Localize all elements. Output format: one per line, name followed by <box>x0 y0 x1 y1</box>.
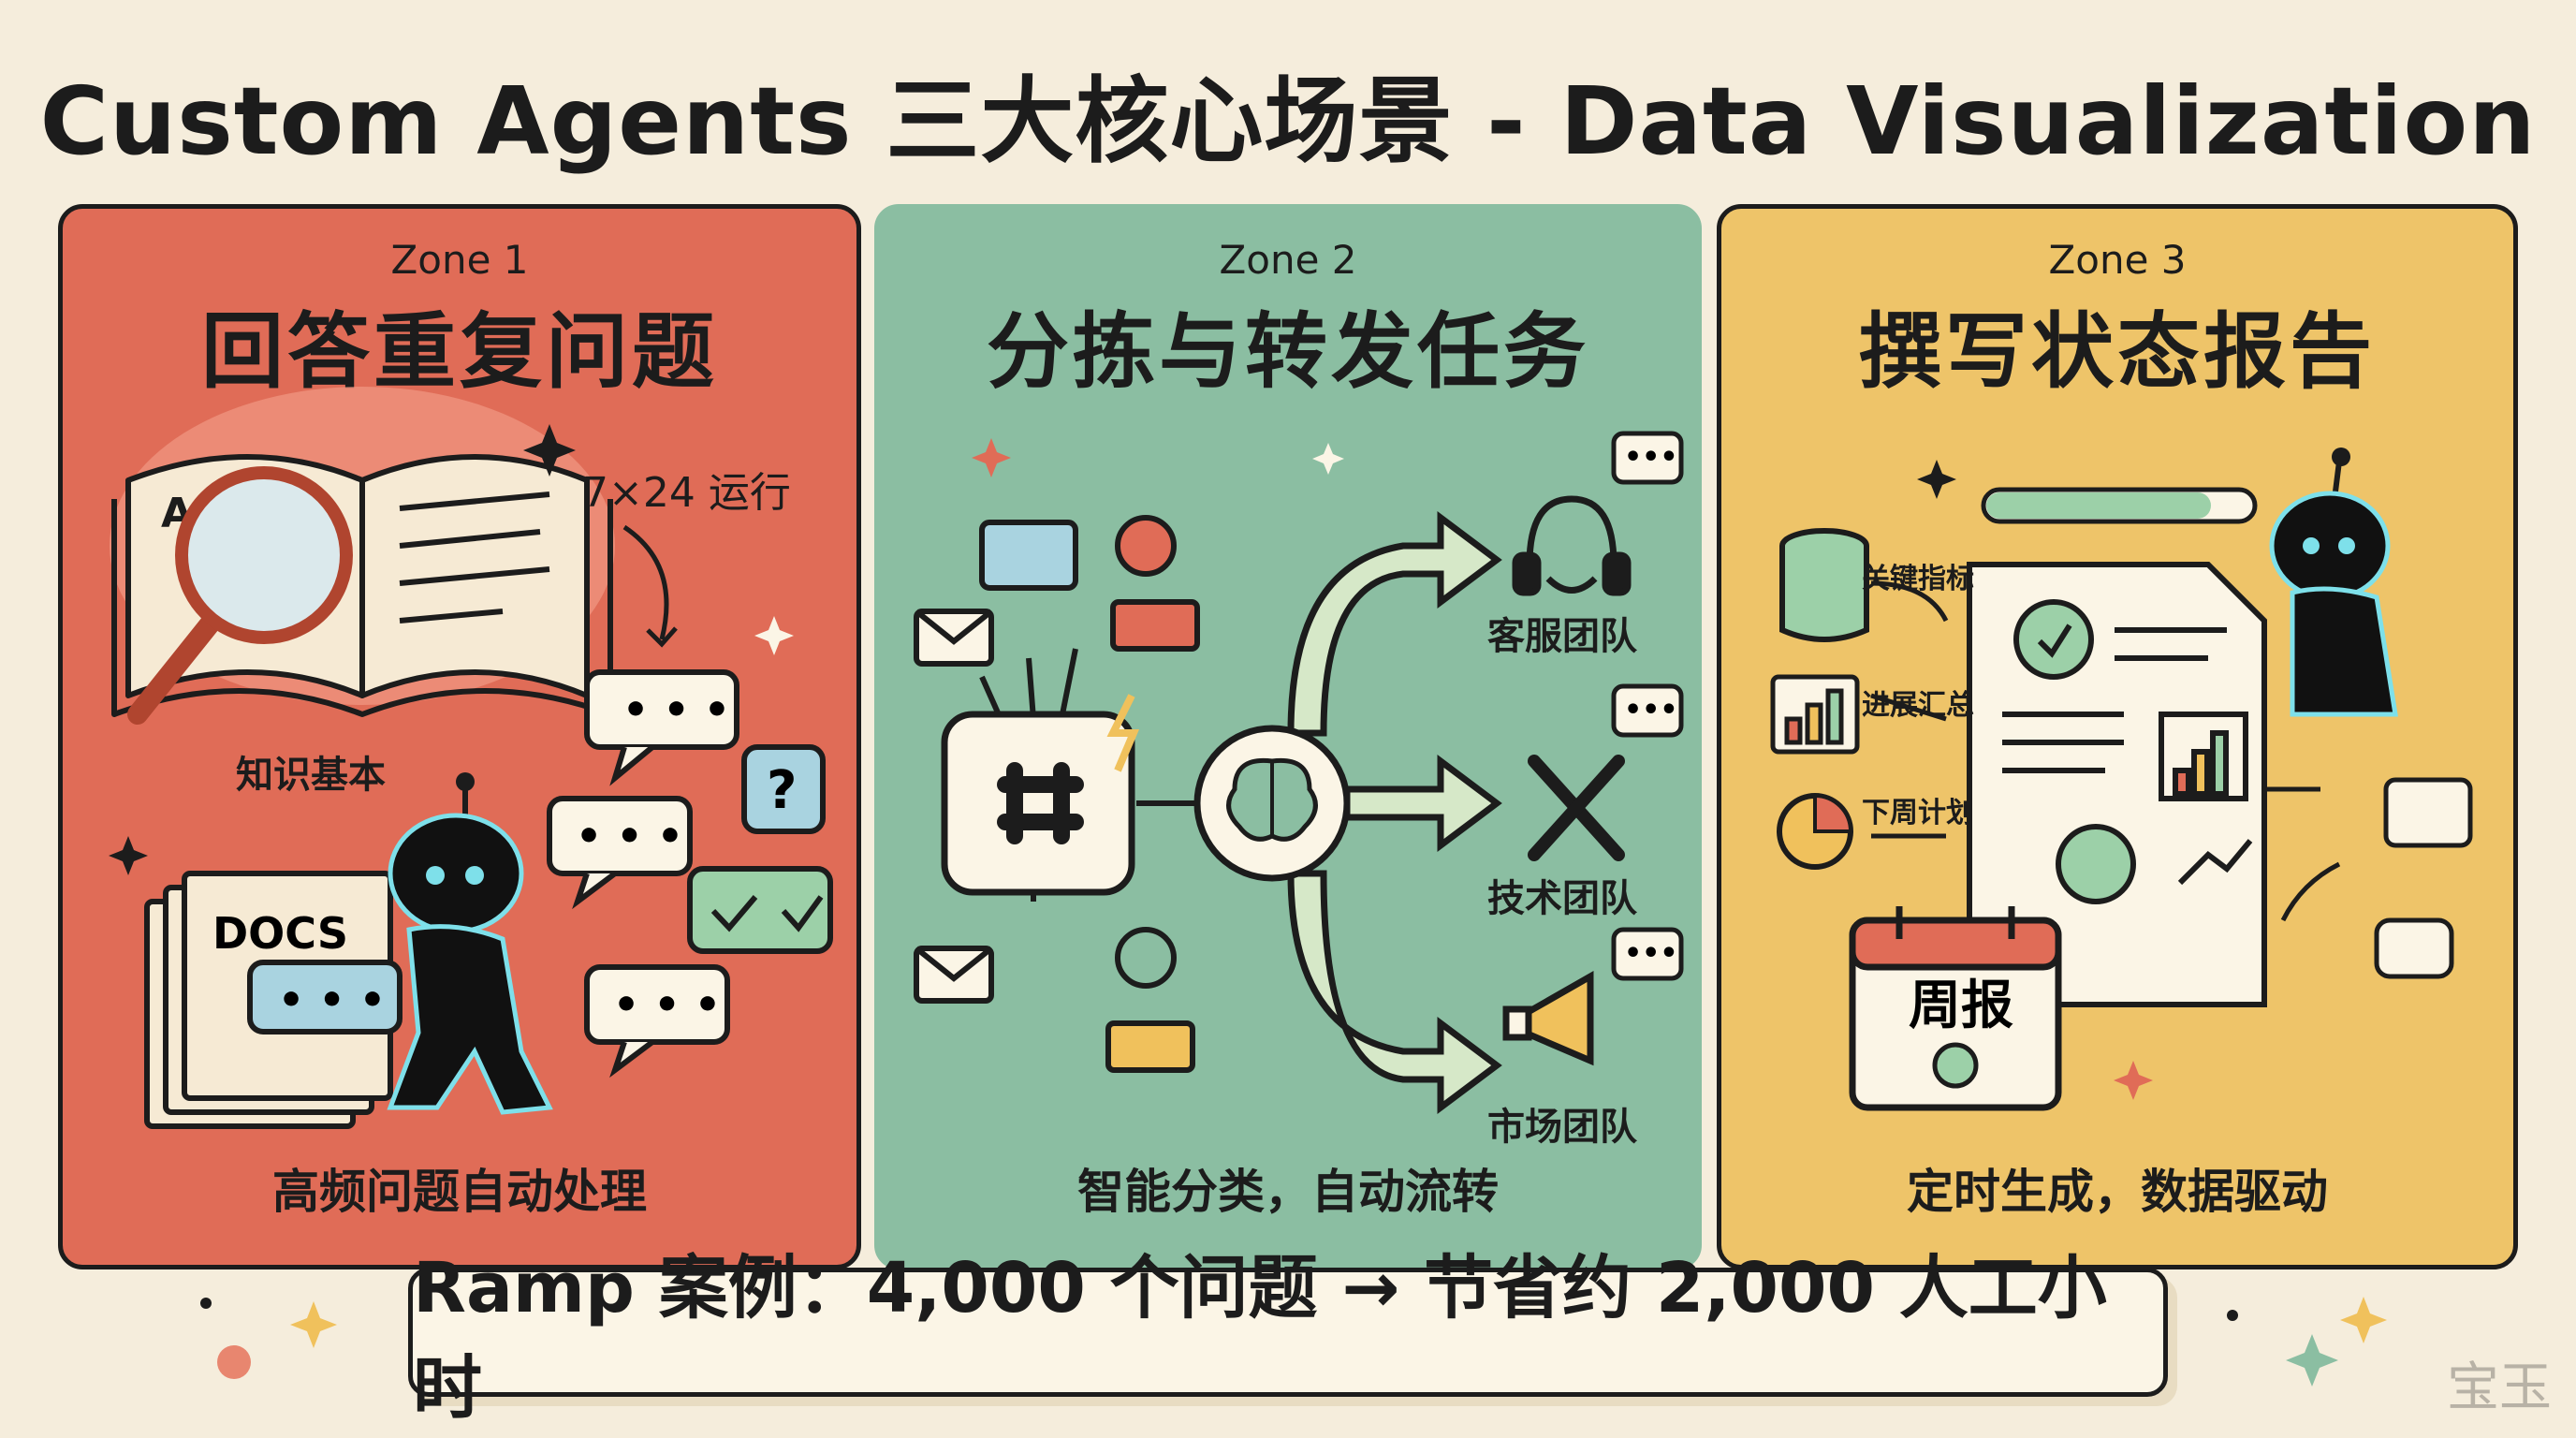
zone-1-panel: Zone 1 回答重复问题 A 知识基本 7×24 运行 <box>58 204 861 1269</box>
zone-2-illustration: ••• ••• ••• <box>914 431 1684 1114</box>
zone-3-title: 撰写状态报告 <box>1858 303 2376 400</box>
zone-1-caption: 高频问题自动处理 <box>272 1165 647 1219</box>
team-label-marketing: 市场团队 <box>1487 1106 1637 1149</box>
gear-icon <box>1115 515 1177 577</box>
ticket-icon <box>1105 1020 1195 1073</box>
zone-2-title: 分拣与转发任务 <box>986 303 1589 400</box>
robot-icon <box>387 772 553 1115</box>
docs-icon <box>144 871 393 1129</box>
zone-3-caption: 定时生成，数据驱动 <box>1907 1165 2328 1219</box>
svg-text:•••: ••• <box>1624 937 1678 970</box>
team-label-support: 客服团队 <box>1487 615 1637 658</box>
headset-icon <box>1512 495 1632 596</box>
svg-text:• • •: • • • <box>278 976 386 1024</box>
robot-icon <box>2269 448 2398 717</box>
ticket-icon <box>1110 599 1200 652</box>
svg-text:•••: ••• <box>1624 694 1678 726</box>
kb-label: 知识基本 <box>236 754 386 797</box>
slack-icon <box>941 711 1135 896</box>
database-icon <box>1779 528 1869 642</box>
zone-2-label: Zone 2 <box>1219 237 1357 283</box>
zone-3-illustration: 周报 <box>1770 448 2473 1111</box>
sparkle-icon <box>1917 460 2153 1100</box>
svg-text:•••: ••• <box>1624 441 1678 474</box>
zone-3-label: Zone 3 <box>2048 237 2187 283</box>
input-label-nextweek: 下周计划 <box>1862 797 1974 829</box>
watermark: 宝玉 <box>2447 1357 2552 1418</box>
svg-text:• • •: • • • <box>576 813 683 860</box>
chat-bubble-icon <box>547 669 739 1078</box>
report-icon <box>1967 562 2267 1007</box>
gear-icon <box>1115 927 1177 989</box>
zone-1-label: Zone 1 <box>390 237 529 283</box>
question-icon: ? <box>767 760 797 821</box>
uptime-label: 7×24 运行 <box>582 469 791 517</box>
bar-chart-icon <box>1770 674 1860 755</box>
page-title: Custom Agents 三大核心场景 - Data Visualizatio… <box>39 66 2537 176</box>
calendar-label: 周报 <box>1909 976 2013 1036</box>
zone-2-caption: 智能分类，自动流转 <box>1077 1165 1499 1219</box>
svg-text:• • •: • • • <box>613 981 721 1029</box>
calendar-icon <box>1849 906 2062 1111</box>
zone-1-title: 回答重复问题 <box>200 303 718 400</box>
sparkle-icon <box>109 424 794 875</box>
zone-2-panel: Zone 2 分拣与转发任务 <box>874 204 1702 1269</box>
input-label-metrics: 关键指标 <box>1862 563 1974 595</box>
zone-1-illustration: A 知识基本 7×24 运行 • • • • • • • • • ? <box>109 387 833 1129</box>
magnifier-icon <box>127 466 353 725</box>
chat-icon <box>979 520 1078 591</box>
svg-text:• • •: • • • <box>622 686 730 734</box>
ramp-case-banner: Ramp 案例：4,000 个问题 → 节省约 2,000 人工小时 <box>408 1248 2168 1429</box>
team-label-tech: 技术团队 <box>1487 877 1637 920</box>
megaphone-icon <box>1502 970 1594 1066</box>
sparkle-icon <box>972 438 1344 477</box>
input-label-progress: 进展汇总 <box>1862 689 1974 722</box>
docs-label: DOCS <box>212 908 348 959</box>
tools-icon <box>1528 755 1625 861</box>
zone-3-panel: Zone 3 撰写状态报告 <box>1717 204 2518 1269</box>
